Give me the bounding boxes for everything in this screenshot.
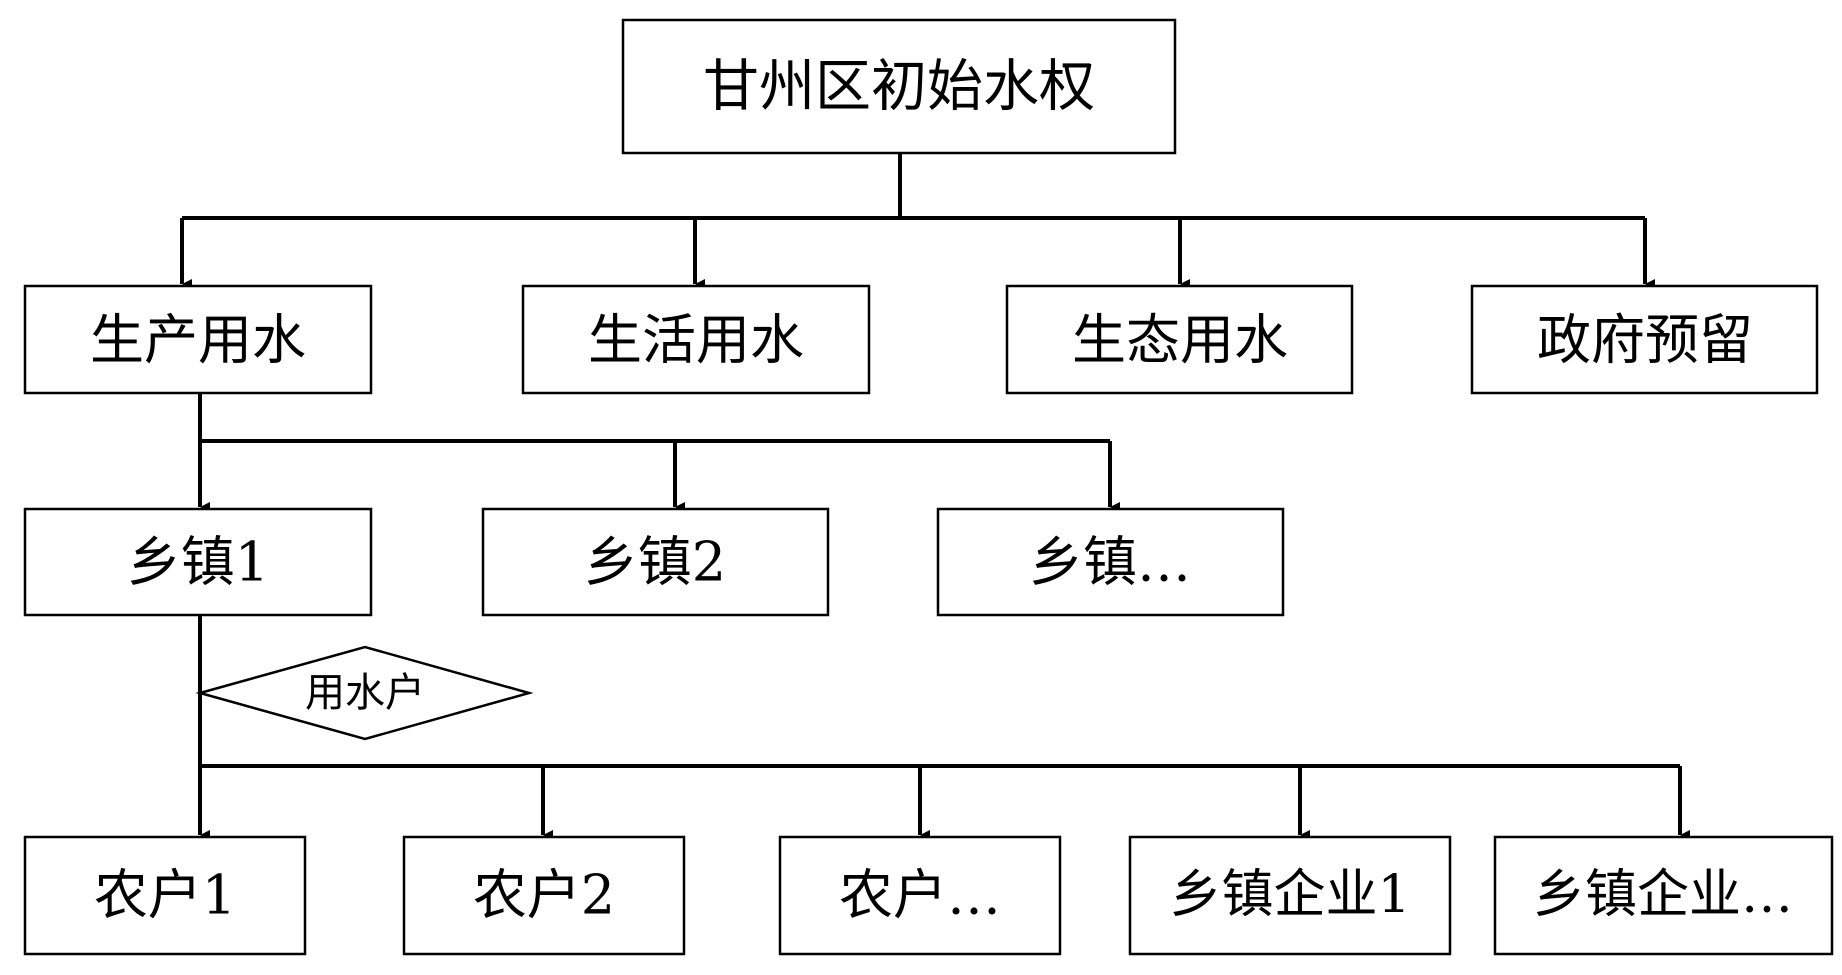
township-label: 乡镇…: [1029, 531, 1191, 594]
township-node-2: 乡镇2: [481, 507, 830, 617]
root-label: 甘州区初始水权: [703, 55, 1095, 120]
user-label: 农户2: [473, 864, 615, 927]
root-node: 甘州区初始水权: [621, 18, 1177, 155]
user-node-farmer-1: 农户1: [23, 835, 307, 956]
user-label: 乡镇企业1: [1169, 865, 1410, 925]
user-label: 农户…: [839, 864, 1001, 927]
township-label: 乡镇2: [584, 531, 726, 594]
category-node-ecological: 生态用水: [1005, 284, 1354, 395]
township-node-more: 乡镇…: [936, 507, 1285, 617]
category-node-government-reserve: 政府预留: [1470, 284, 1819, 395]
category-node-production: 生产用水: [23, 284, 373, 395]
category-node-domestic: 生活用水: [521, 284, 871, 395]
user-node-farmer-2: 农户2: [402, 835, 686, 956]
category-label: 生产用水: [90, 309, 306, 372]
category-label: 生态用水: [1072, 309, 1288, 372]
township-node-1: 乡镇1: [23, 507, 373, 617]
category-label: 政府预留: [1537, 309, 1753, 372]
diamond-label: 用水户: [305, 670, 425, 716]
user-label: 乡镇企业…: [1533, 865, 1793, 925]
township-label: 乡镇1: [127, 531, 269, 594]
user-node-enterprise-more: 乡镇企业…: [1493, 835, 1834, 956]
user-label: 农户1: [94, 864, 236, 927]
user-node-enterprise-1: 乡镇企业1: [1128, 835, 1452, 956]
water-user-diamond: 用水户: [195, 645, 534, 741]
user-node-farmer-more: 农户…: [778, 835, 1062, 956]
category-label: 生活用水: [588, 309, 804, 372]
